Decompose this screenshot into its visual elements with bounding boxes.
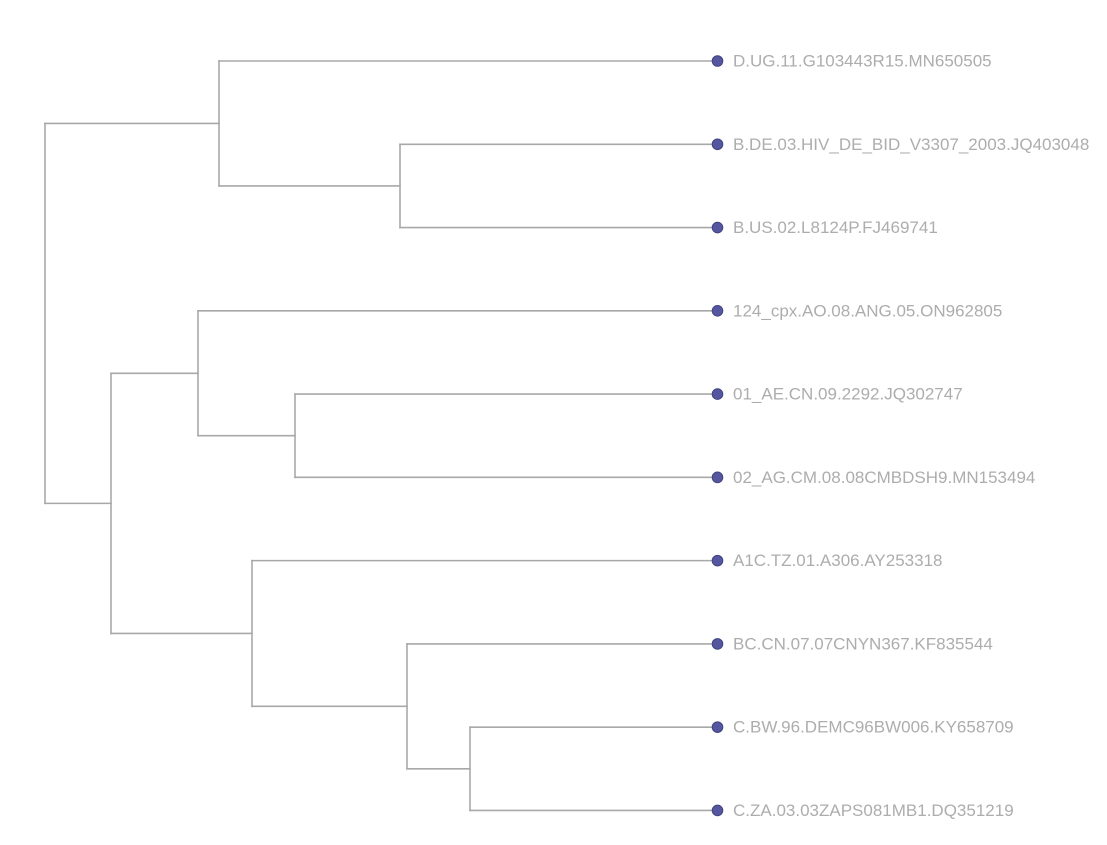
tip-node-dot[interactable] bbox=[711, 471, 724, 484]
tip-node-dot[interactable] bbox=[711, 55, 724, 67]
branches-group bbox=[44, 60, 713, 812]
tip-node-dot[interactable] bbox=[711, 554, 724, 567]
tip-node-dot[interactable] bbox=[711, 721, 724, 733]
tips-group: D.UG.11.G103443R15.MN650505B.DE.03.HIV_D… bbox=[711, 52, 1089, 820]
tip-label[interactable]: 124_cpx.AO.08.ANG.05.ON962805 bbox=[733, 301, 1002, 320]
tip-node-dot[interactable] bbox=[711, 638, 724, 650]
tip-label[interactable]: B.US.02.L8124P.FJ469741 bbox=[733, 218, 938, 237]
tip-label[interactable]: C.BW.96.DEMC96BW006.KY658709 bbox=[733, 718, 1014, 737]
tip-node-dot[interactable] bbox=[711, 305, 724, 317]
tip-node-dot[interactable] bbox=[711, 138, 724, 151]
tip-label[interactable]: C.ZA.03.03ZAPS081MB1.DQ351219 bbox=[733, 801, 1014, 820]
tip-label[interactable]: 02_AG.CM.08.08CMBDSH9.MN153494 bbox=[733, 468, 1035, 487]
tip-label[interactable]: BC.CN.07.07CNYN367.KF835544 bbox=[733, 634, 993, 653]
tip-label[interactable]: B.DE.03.HIV_DE_BID_V3307_2003.JQ403048 bbox=[733, 135, 1089, 154]
tip-label[interactable]: 01_AE.CN.09.2292.JQ302747 bbox=[733, 385, 963, 404]
tip-node-dot[interactable] bbox=[711, 388, 724, 400]
tip-label[interactable]: D.UG.11.G103443R15.MN650505 bbox=[733, 52, 992, 71]
tip-label[interactable]: A1C.TZ.01.A306.AY253318 bbox=[733, 551, 943, 570]
tip-node-dot[interactable] bbox=[711, 804, 724, 817]
tip-node-dot[interactable] bbox=[711, 221, 724, 234]
